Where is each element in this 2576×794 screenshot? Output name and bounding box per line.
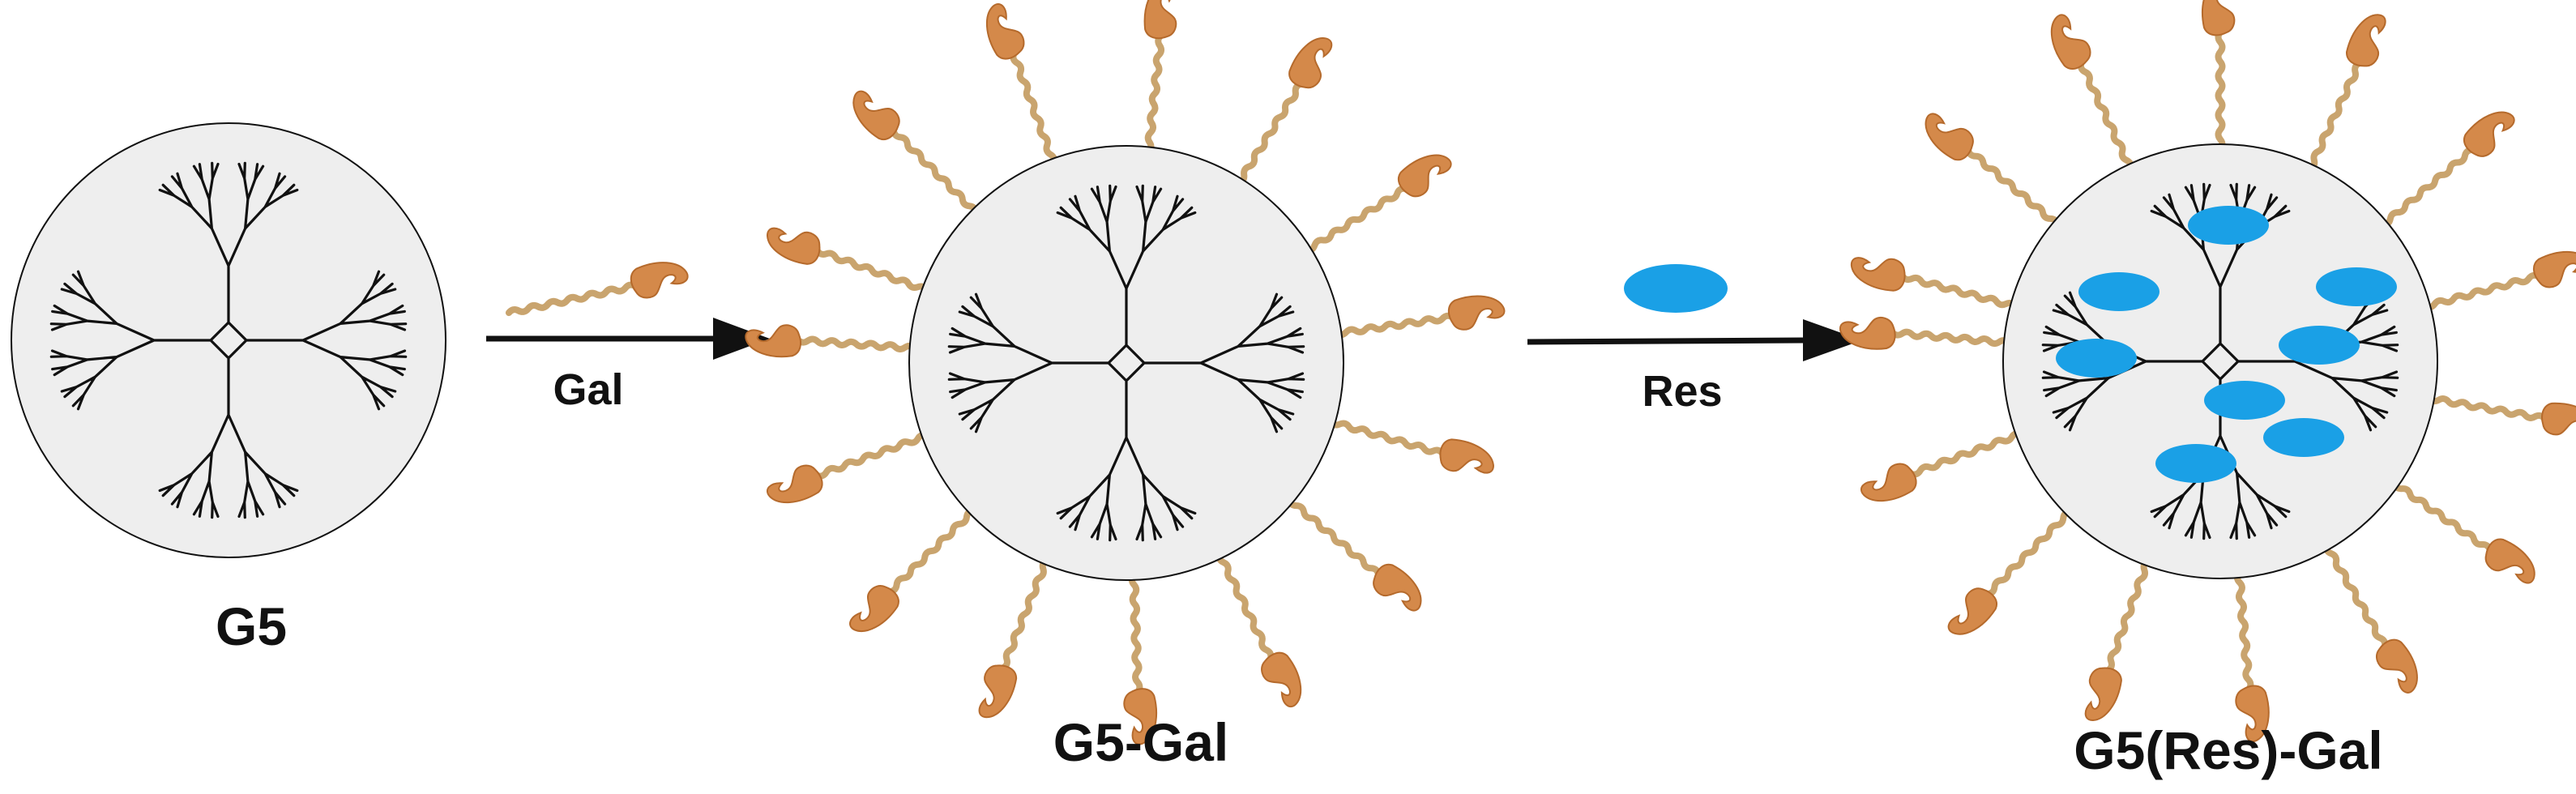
label-g5: G5	[215, 596, 288, 656]
ligand-g5-gal-4	[1130, 0, 1180, 163]
ligand-g5-gal-15	[745, 322, 925, 367]
ligand-g5-gal-13	[842, 493, 993, 641]
ligand-g5-gal-5	[1219, 30, 1340, 198]
ligand-g5-res-gal-4	[2202, 0, 2234, 159]
drug-res-icon	[1624, 264, 1728, 313]
dendrimer-g5-gal	[745, 0, 1506, 745]
ligand-g5-res-gal-1	[1847, 249, 2028, 326]
ligand-g5-gal-3	[979, 0, 1070, 179]
ligand-g5-gal-12	[970, 545, 1066, 724]
ligand-g5-res-gal-10	[2309, 527, 2427, 698]
ligand-g5-res-gal-8	[2417, 379, 2576, 442]
reaction-arrow-gal	[486, 318, 770, 360]
encapsulated-res-6	[2204, 381, 2285, 420]
ligand-gal-icon	[505, 257, 690, 327]
encapsulated-res-3	[2316, 267, 2397, 306]
dendrimer-g5	[10, 122, 447, 559]
ligand-g5-gal-14	[763, 419, 942, 510]
label-g5-res-gal: G5(Res)-Gal	[2074, 720, 2383, 780]
ligand-g5-res-gal-14	[1857, 417, 2036, 509]
ligand-g5-res-gal-7	[2412, 245, 2576, 322]
ligand-g5-res-gal-12	[2077, 547, 2168, 726]
ligand-g5-gal-1	[762, 220, 941, 311]
ligand-g5-res-gal-2	[1916, 105, 2074, 245]
ligand-g5-res-gal-15	[1839, 314, 2019, 361]
ligand-g5-res-gal-3	[2043, 10, 2147, 186]
encapsulated-res-1	[2188, 206, 2269, 245]
ligand-g5-gal-7	[1325, 292, 1506, 349]
encapsulated-res-5	[2279, 326, 2360, 365]
ligand-g5-res-gal-13	[1941, 495, 2090, 644]
ligand-g5-gal-2	[844, 83, 993, 233]
label-gal: Gal	[553, 365, 624, 414]
ligand-g5-res-gal-11	[2224, 561, 2271, 742]
ligand-g5-res-gal-9	[2378, 463, 2544, 591]
label-g5-gal: G5-Gal	[1053, 712, 1229, 772]
ligand-g5-gal-8	[1318, 402, 1498, 482]
reaction-arrow-res	[1527, 319, 1862, 361]
ligand-g5-gal-10	[1203, 537, 1309, 712]
dendrimer-g5-res-gal	[1839, 0, 2576, 743]
label-res: Res	[1642, 367, 1723, 416]
ligand-g5-gal-6	[1288, 146, 1457, 267]
encapsulated-res-7	[2263, 418, 2344, 457]
ligand-g5-gal-9	[1272, 480, 1430, 619]
encapsulated-res-4	[2056, 339, 2137, 378]
ligand-g5-res-gal-5	[2290, 8, 2394, 184]
ligand-g5-res-gal-6	[2364, 102, 2522, 241]
encapsulated-res-2	[2078, 272, 2159, 311]
encapsulated-res-8	[2155, 444, 2236, 483]
